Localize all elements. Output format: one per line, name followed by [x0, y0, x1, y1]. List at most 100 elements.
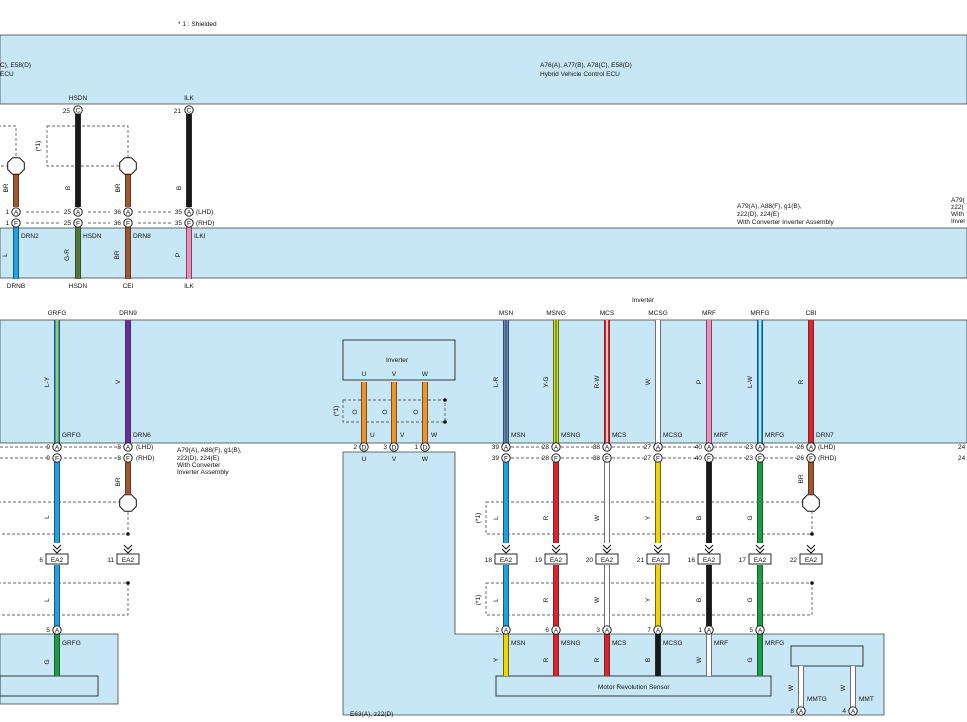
- junction-panel: [0, 227, 967, 279]
- top-pin-f-0: [11, 218, 21, 228]
- ml-pin-a-1: [123, 442, 133, 452]
- uvw-pin-0-letter: D: [362, 444, 367, 451]
- r-ea2-5-box: [748, 553, 772, 565]
- r-lower2-color-4: B: [696, 598, 703, 602]
- r-pina-0: 39: [492, 444, 500, 451]
- r-ea2-1-arrow: [551, 544, 561, 554]
- r-end-pin-0-letter: A: [504, 627, 509, 634]
- shield-note: * 1 : Shielded: [178, 21, 217, 28]
- r-pin-f-0: [501, 453, 511, 463]
- uvw-pin-num-0: 2: [353, 444, 357, 451]
- top-rhd: (RHD): [196, 220, 214, 227]
- r-ea2-3-box: [646, 553, 670, 565]
- ml-sig-0: GRFG: [48, 310, 67, 317]
- r-name-1: MSNG: [561, 432, 581, 439]
- r-ea2-0-arrow: [501, 544, 511, 554]
- ml-end-pin-num-0: 5: [46, 627, 50, 634]
- r-pin-a-5-letter: A: [758, 444, 763, 451]
- ml-end-pin-0-letter: A: [55, 627, 60, 634]
- ml-end-color-0: G: [44, 659, 51, 664]
- top-pin-a-0: [11, 207, 21, 217]
- ml-pin-a-1-letter: A: [126, 444, 131, 451]
- conv-mid-line4: Inverter Assembly: [177, 469, 229, 476]
- ecu-panel-top: [0, 34, 967, 105]
- top-lower-color-0: L: [2, 253, 9, 257]
- r-ea2-4-num: 16: [688, 557, 696, 564]
- r-end-name-3: MCSG: [663, 640, 683, 647]
- ml-end-name-0: GRFG: [62, 640, 81, 647]
- bottom-connector-label: E63(A), z22(D): [350, 711, 393, 718]
- uvw-color-2: O: [413, 409, 420, 414]
- top-name-2: DRN8: [133, 233, 151, 240]
- top-pin-f-2: [123, 218, 133, 228]
- conv-top-right-4: Inver: [951, 218, 966, 225]
- ml-pina-1: 8: [117, 444, 121, 451]
- uvw-top-1: V: [392, 371, 397, 378]
- r-pin-f-1-letter: F: [554, 455, 558, 462]
- ecu-left-line1: C), E58(D): [0, 62, 31, 69]
- top-color-1: B: [65, 186, 72, 190]
- r-pin-f-5: [755, 453, 765, 463]
- top-pin-f-0-letter: F: [14, 220, 18, 227]
- top-pin-a-2: [123, 207, 133, 217]
- r-end-pin-4: [704, 625, 714, 635]
- top-bottom-3: ILK: [184, 283, 194, 290]
- inverter-title: Inverter: [632, 297, 655, 304]
- r-ea2-2-label: EA2: [601, 557, 614, 564]
- top-pin-f-1: [73, 218, 83, 228]
- r-ea2-1-box: [544, 553, 568, 565]
- uvw-bottom-0: U: [362, 456, 367, 463]
- r-name-5: MRFG: [765, 432, 784, 439]
- r-lower2-color-2: W: [594, 596, 601, 603]
- ml-ea2-1-arrow: [123, 544, 133, 554]
- r-end-color-0: Y: [493, 657, 500, 662]
- ml-ea2-0-arrow: [52, 544, 62, 554]
- top-color-3: B: [176, 186, 183, 190]
- r-pin-a-2: [602, 442, 612, 452]
- r-edge-f: 24: [958, 455, 966, 462]
- ecu-left-line2: ECU: [0, 71, 14, 78]
- r-ea2-1-label: EA2: [550, 557, 563, 564]
- r-color-6: R: [798, 379, 805, 384]
- r-end-color-5: G: [747, 657, 754, 662]
- top-sig-1: HSDN: [69, 95, 88, 102]
- r-lower-color-0: L: [493, 516, 500, 520]
- top-pinf-num-2: 36: [114, 220, 122, 227]
- r-ea2-2-num: 20: [586, 557, 594, 564]
- mmt-pin-num-1: 4: [842, 708, 846, 715]
- r-end-name-4: MRF: [714, 640, 728, 647]
- r-pin-f-5-letter: F: [758, 455, 762, 462]
- r-pin-f-0-letter: F: [504, 455, 508, 462]
- r-end-name-1: MSNG: [561, 640, 581, 647]
- r-end-pin-1: [551, 625, 561, 635]
- r-pina-3: 27: [644, 444, 652, 451]
- r-ea2-4-box: [697, 553, 721, 565]
- r-end-color-2: R: [594, 657, 601, 662]
- r-pin-a-1-letter: A: [554, 444, 559, 451]
- r-sig-1: MSNG: [546, 310, 566, 317]
- r-pinf-3: 27: [644, 455, 652, 462]
- top-bottom-2: CEI: [123, 283, 134, 290]
- conv-top-right-1: A79(: [951, 197, 966, 204]
- top-shield-label: (*1): [35, 141, 42, 151]
- ml-pin-f-0-letter: F: [55, 455, 59, 462]
- r-lower2-color-0: L: [493, 598, 500, 602]
- ml-ea2-0-box: [45, 553, 69, 565]
- r-pin-f-2-letter: F: [605, 455, 609, 462]
- ml-pin-f-0: [52, 453, 62, 463]
- mmt-color-0: W: [788, 684, 795, 691]
- motor-panel: [342, 451, 885, 716]
- r-sig-3: MCSG: [648, 310, 668, 317]
- r-name-0: MSN: [511, 432, 526, 439]
- r-shield-dot-1: [810, 532, 814, 536]
- ml-lower-color-0: L: [44, 515, 51, 519]
- wires-layer: [0, 114, 856, 707]
- top-pin-a-3-letter: A: [187, 209, 192, 216]
- top-pinf-num-3: 35: [175, 220, 183, 227]
- ml-name-0: GRFG: [62, 432, 81, 439]
- l-shield-dot-1: [126, 532, 130, 536]
- r-end-pin-2-letter: A: [605, 627, 610, 634]
- ml-pinf-0: 9: [46, 455, 50, 462]
- mmt-pin-0-letter: A: [799, 708, 804, 715]
